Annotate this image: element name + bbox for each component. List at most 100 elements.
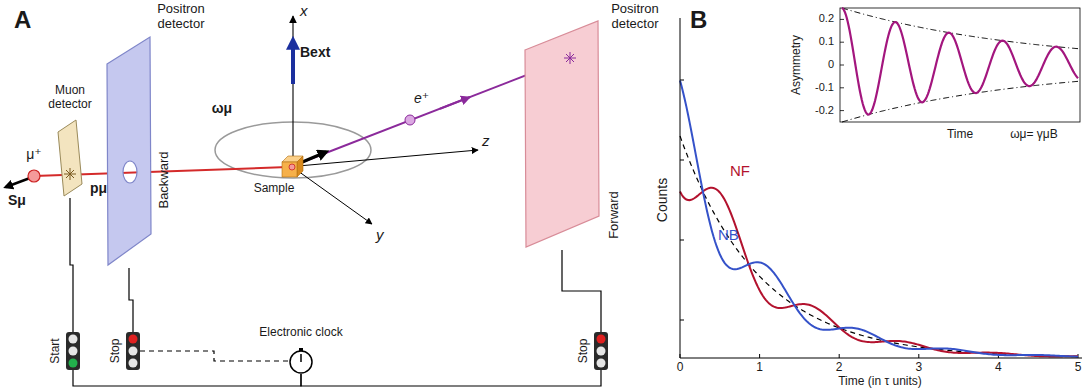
- axis-title: Counts: [654, 178, 670, 222]
- node-shape: [56, 118, 84, 198]
- muon-particle: [28, 170, 40, 182]
- electronic-clock: Electronic clock: [288, 348, 314, 374]
- signal-housing: [594, 332, 608, 370]
- detector-panel: [107, 37, 151, 265]
- stopped-muon: [289, 164, 295, 170]
- axis-title: Time (in τ units): [838, 375, 922, 389]
- hit-mark: [64, 168, 76, 180]
- side-label: Forward: [607, 191, 622, 239]
- side-label: Stop: [109, 339, 123, 364]
- axis-title: Time: [947, 128, 973, 142]
- inset-frame: [840, 8, 1080, 122]
- tick-label: 0: [677, 361, 684, 375]
- signal-wire: [70, 198, 73, 332]
- mean-decay-curve: [680, 136, 1078, 357]
- particle-symbol: μ⁺: [26, 146, 41, 162]
- axis-name: x: [300, 2, 308, 19]
- signal-housing: [66, 332, 80, 370]
- panel-letter: B: [690, 6, 707, 34]
- signal-wire: [140, 351, 288, 361]
- signal-housing: [126, 332, 140, 370]
- node-shape: [66, 332, 80, 370]
- spin-symbol: Sμ: [8, 192, 26, 208]
- side-label: Start: [49, 338, 63, 363]
- tick-label: 0: [828, 58, 834, 71]
- tick-label: 0.1: [819, 35, 834, 48]
- backward-positron-detector: Positron detectorBackward: [104, 34, 154, 268]
- inset-ground: [776, 0, 1090, 152]
- y-axis-line: [680, 18, 681, 358]
- tick-label: 5: [1075, 361, 1082, 375]
- particle-symbol: e⁺: [414, 90, 429, 106]
- node-shape: [126, 332, 140, 370]
- node-label: Positron detector: [604, 2, 666, 32]
- tick-label: 1: [756, 361, 763, 375]
- node-label: Electronic clock: [243, 326, 359, 340]
- node-label: Sample: [252, 182, 296, 196]
- axis-name: y: [376, 226, 384, 243]
- start-signal: Start: [66, 332, 80, 370]
- signal-wire: [129, 268, 133, 332]
- stop-signal: Stop: [126, 332, 140, 370]
- momentum-symbol: pμ: [90, 180, 107, 196]
- envelope-upper: [842, 8, 1078, 49]
- positron-particle: [405, 115, 415, 125]
- sample: Sample: [282, 156, 304, 178]
- signal-wire: [301, 370, 601, 386]
- side-label: Stop: [577, 339, 591, 364]
- signal-lamp: [129, 359, 138, 368]
- field-arrow: [291, 40, 295, 84]
- signal-wire: [73, 370, 301, 386]
- muon-detector: Muon detector: [56, 118, 84, 198]
- y-ticks: [680, 80, 684, 320]
- cube-face: [282, 162, 297, 177]
- signal-lamp: [129, 347, 138, 356]
- node-label: Muon detector: [42, 84, 98, 112]
- spin-arrow: [6, 178, 30, 187]
- asymmetry-curve: [842, 8, 1078, 115]
- formula: ωμ= γμB: [1010, 128, 1058, 142]
- signal-lamp: [69, 347, 78, 356]
- signal-wire: [562, 250, 601, 332]
- node-shape: [288, 348, 314, 374]
- stop-signal: Stop: [594, 332, 608, 370]
- clock-hand: [300, 354, 302, 362]
- y-axis: [298, 171, 372, 224]
- signal-lamp: [597, 335, 606, 344]
- axis-title: Asymmetry: [790, 35, 804, 95]
- forward-counts-curve: [680, 188, 1078, 357]
- axis-name: z: [482, 132, 490, 149]
- series-label: NF: [730, 162, 750, 179]
- node-shape: [522, 18, 602, 250]
- forward-positron-detector: Positron detectorForward: [522, 18, 602, 250]
- tick-label: -0.1: [815, 81, 834, 94]
- signal-lamp: [69, 359, 78, 368]
- panel-letter: A: [14, 6, 31, 34]
- x-axis-line: [680, 358, 1082, 359]
- clock-face: [290, 351, 312, 373]
- signal-lamp: [69, 335, 78, 344]
- tick-label: 0.2: [819, 12, 834, 25]
- detector-panel: [525, 21, 599, 247]
- node-label: Positron detector: [150, 2, 212, 32]
- inset-ticks: [840, 19, 844, 110]
- signal-lamp: [597, 347, 606, 356]
- x-axis: [292, 16, 293, 160]
- node-shape: [594, 332, 608, 370]
- tick-label: 3: [915, 361, 922, 375]
- signal-lamp: [129, 335, 138, 344]
- detector-panel: [58, 120, 82, 196]
- series-label: NB: [718, 226, 739, 243]
- cube-face: [297, 156, 303, 177]
- side-label: Backward: [157, 151, 172, 208]
- tick-label: 2: [836, 361, 843, 375]
- tick-label: -0.2: [815, 104, 834, 117]
- frequency-symbol: ωμ: [212, 100, 232, 116]
- node-shape: [282, 156, 304, 178]
- positron-direction: [440, 97, 470, 109]
- hit-mark: [564, 52, 576, 64]
- node-shape: [104, 34, 154, 268]
- tick-label: 4: [995, 361, 1002, 375]
- field-symbol: Bext: [300, 44, 330, 60]
